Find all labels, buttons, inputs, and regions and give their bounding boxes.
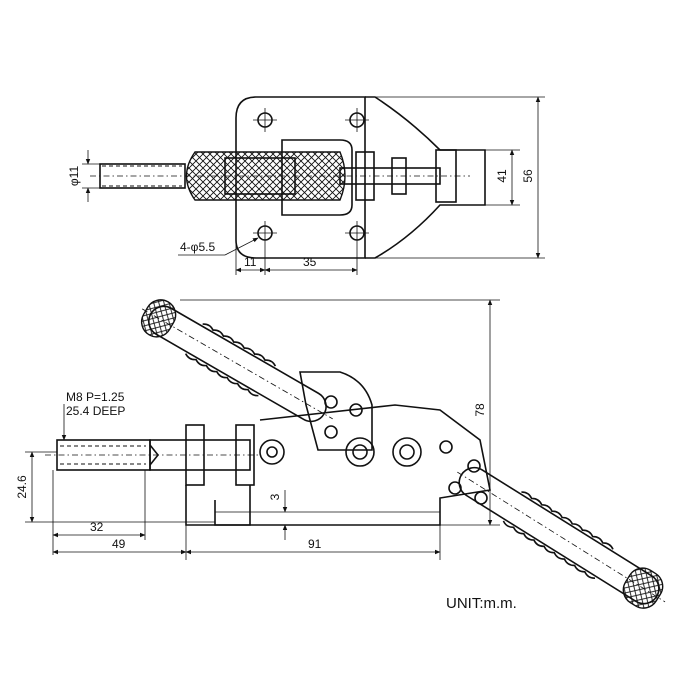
side-pivot bbox=[345, 437, 375, 467]
side-handle-upper bbox=[140, 299, 333, 423]
top-arm-outline bbox=[365, 96, 486, 259]
label-thread-line2: 25.4 DEEP bbox=[66, 404, 125, 418]
dim-phi11: φ11 bbox=[67, 150, 100, 202]
label-phi11: φ11 bbox=[67, 166, 81, 187]
top-view: φ11 41 56 4-φ5.5 11 35 bbox=[67, 96, 545, 275]
dim-41: 41 bbox=[485, 149, 520, 206]
dim-holes: 4-φ5.5 bbox=[178, 237, 259, 256]
top-inner-cutout bbox=[281, 139, 353, 216]
top-clevis bbox=[435, 149, 457, 203]
label-41: 41 bbox=[495, 169, 509, 183]
dim-11-35: 11 35 bbox=[235, 240, 358, 275]
side-handle-lower bbox=[457, 466, 666, 609]
label-78: 78 bbox=[473, 403, 487, 417]
dim-49: 49 bbox=[52, 525, 187, 560]
dim-thread-spec: M8 P=1.25 25.4 DEEP bbox=[61, 390, 125, 441]
unit-label: UNIT:m.m. bbox=[446, 595, 517, 612]
label-91: 91 bbox=[308, 537, 322, 551]
side-base-body bbox=[214, 404, 491, 526]
side-link-upper bbox=[299, 371, 373, 451]
side-pivot bbox=[259, 439, 285, 465]
dim-24-6: 24.6 bbox=[15, 451, 215, 523]
label-3: 3 bbox=[268, 493, 282, 500]
top-rod bbox=[339, 167, 441, 185]
label-35: 35 bbox=[303, 255, 317, 269]
dim-78: 78 bbox=[180, 299, 500, 526]
label-thread-line1: M8 P=1.25 bbox=[66, 390, 125, 404]
dim-3: 3 bbox=[268, 490, 288, 540]
label-holes: 4-φ5.5 bbox=[180, 240, 215, 254]
label-32: 32 bbox=[90, 520, 104, 534]
label-56: 56 bbox=[521, 169, 535, 183]
label-49: 49 bbox=[112, 537, 126, 551]
top-clevis bbox=[355, 151, 375, 201]
dim-91: 91 bbox=[185, 525, 441, 560]
dim-56: 56 bbox=[375, 96, 545, 259]
dim-32: 32 bbox=[52, 470, 146, 555]
top-clevis bbox=[391, 157, 407, 195]
label-24-6: 24.6 bbox=[15, 475, 29, 499]
side-view: M8 P=1.25 25.4 DEEP 24.6 32 49 91 bbox=[15, 299, 666, 609]
label-11: 11 bbox=[244, 255, 257, 269]
side-pivot bbox=[392, 437, 422, 467]
